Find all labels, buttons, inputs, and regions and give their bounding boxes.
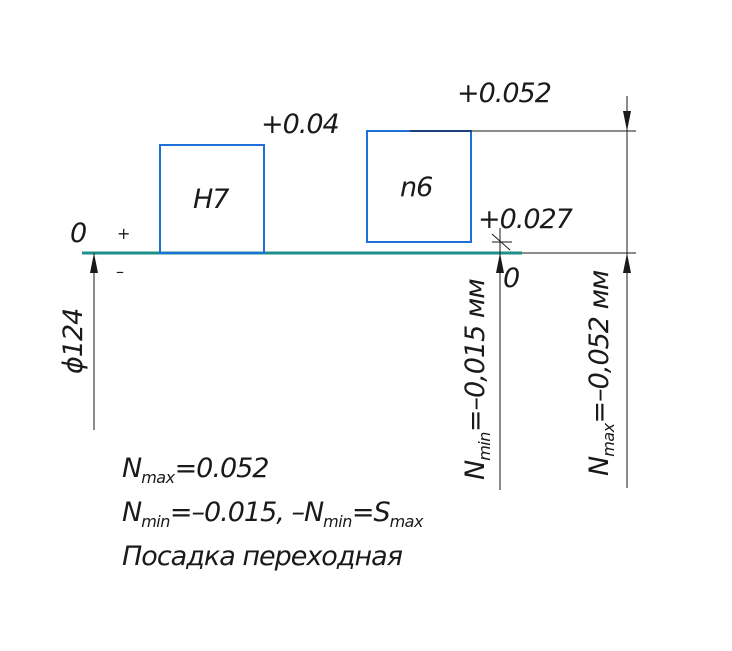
shaft-upper-deviation: +0.052 [457, 78, 552, 109]
shaft-lower-deviation: +0.027 [478, 204, 573, 235]
formula-nmin: Nmin=–0.015, –Nmin=Smax [122, 497, 423, 530]
nmin-subscript: min [475, 432, 494, 461]
formula-nmax-symbol: N [122, 453, 142, 484]
zero-label-left: 0 [70, 218, 87, 249]
nmax-dimension-text: Nmax=–0,052 мм [584, 270, 618, 476]
hole-tolerance-field [159, 144, 265, 254]
nmin-value: =–0,015 мм [460, 279, 491, 433]
nmax-subscript: max [599, 423, 618, 457]
nmin-dimension-text: Nmin=–0,015 мм [460, 279, 494, 480]
fit-type-text: Посадка переходная [122, 541, 403, 572]
formula-nmin-symbol: N [122, 497, 142, 528]
plus-sign: + [117, 224, 131, 243]
nmax-symbol: N [584, 456, 615, 476]
shaft-label: n6 [400, 172, 433, 203]
hole-upper-deviation: +0.04 [261, 109, 340, 140]
formula-nmin-subscript-2: min [323, 512, 352, 531]
diameter-arrow-top [90, 253, 98, 273]
formula-smax-symbol: =S [351, 497, 391, 528]
nmax-value: =–0,052 мм [584, 270, 615, 424]
diameter-label: ϕ124 [58, 308, 89, 374]
nmin-marker-d [491, 233, 511, 251]
zero-label-right: 0 [503, 263, 520, 294]
hole-label: H7 [193, 184, 229, 215]
formula-nmin-subscript: min [141, 512, 170, 531]
formula-nmin-value: =–0.015, –N [169, 497, 324, 528]
nmin-symbol: N [460, 460, 491, 480]
formula-smax-subscript: max [389, 512, 424, 531]
formula-nmax-value: =0.052 [174, 453, 270, 484]
nmax-arrow-bottom [623, 253, 631, 273]
nmin-arrow-bottom [496, 253, 504, 273]
minus-sign: – [116, 262, 124, 281]
nmax-arrow-top [623, 111, 631, 131]
formula-nmax-subscript: max [141, 468, 175, 487]
formula-nmax: Nmax=0.052 [122, 453, 270, 486]
